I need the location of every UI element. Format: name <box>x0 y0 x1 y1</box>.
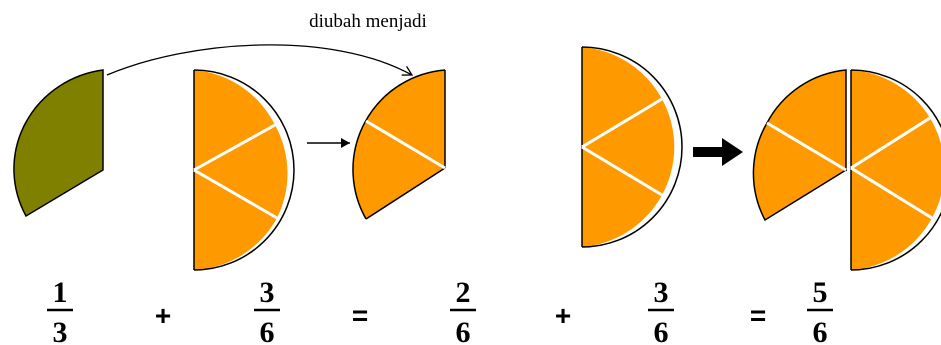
fraction-2-numerator: 3 <box>260 276 275 309</box>
fraction-4-denominator: 6 <box>654 316 669 345</box>
plus-operator-1: + <box>155 300 171 331</box>
plus-operator-2: + <box>555 300 571 331</box>
equals-operator-2: = <box>750 300 766 331</box>
fraction-3-denominator: 6 <box>456 316 471 345</box>
equals-operator-1: = <box>352 300 368 331</box>
two-sixths-piece <box>353 70 445 219</box>
fraction-5-denominator: 6 <box>813 316 828 345</box>
equation: 1 3 + 3 6 = 2 6 + 3 6 = 5 6 <box>47 276 833 345</box>
curved-arrow-icon <box>107 45 412 75</box>
caption-label: diubah menjadi <box>309 11 427 32</box>
fraction-4-numerator: 3 <box>654 276 669 309</box>
three-sixths-half <box>194 70 294 270</box>
fraction-3-numerator: 2 <box>456 276 471 309</box>
fraction-5-numerator: 5 <box>813 276 828 309</box>
bold-arrow-icon <box>693 138 743 166</box>
fraction-1-numerator: 1 <box>53 276 68 309</box>
three-sixths-half-b <box>582 47 682 247</box>
one-third-piece <box>14 70 103 216</box>
five-sixths-result <box>753 68 941 272</box>
fraction-1-denominator: 3 <box>53 316 68 345</box>
fraction-2-denominator: 6 <box>260 316 275 345</box>
